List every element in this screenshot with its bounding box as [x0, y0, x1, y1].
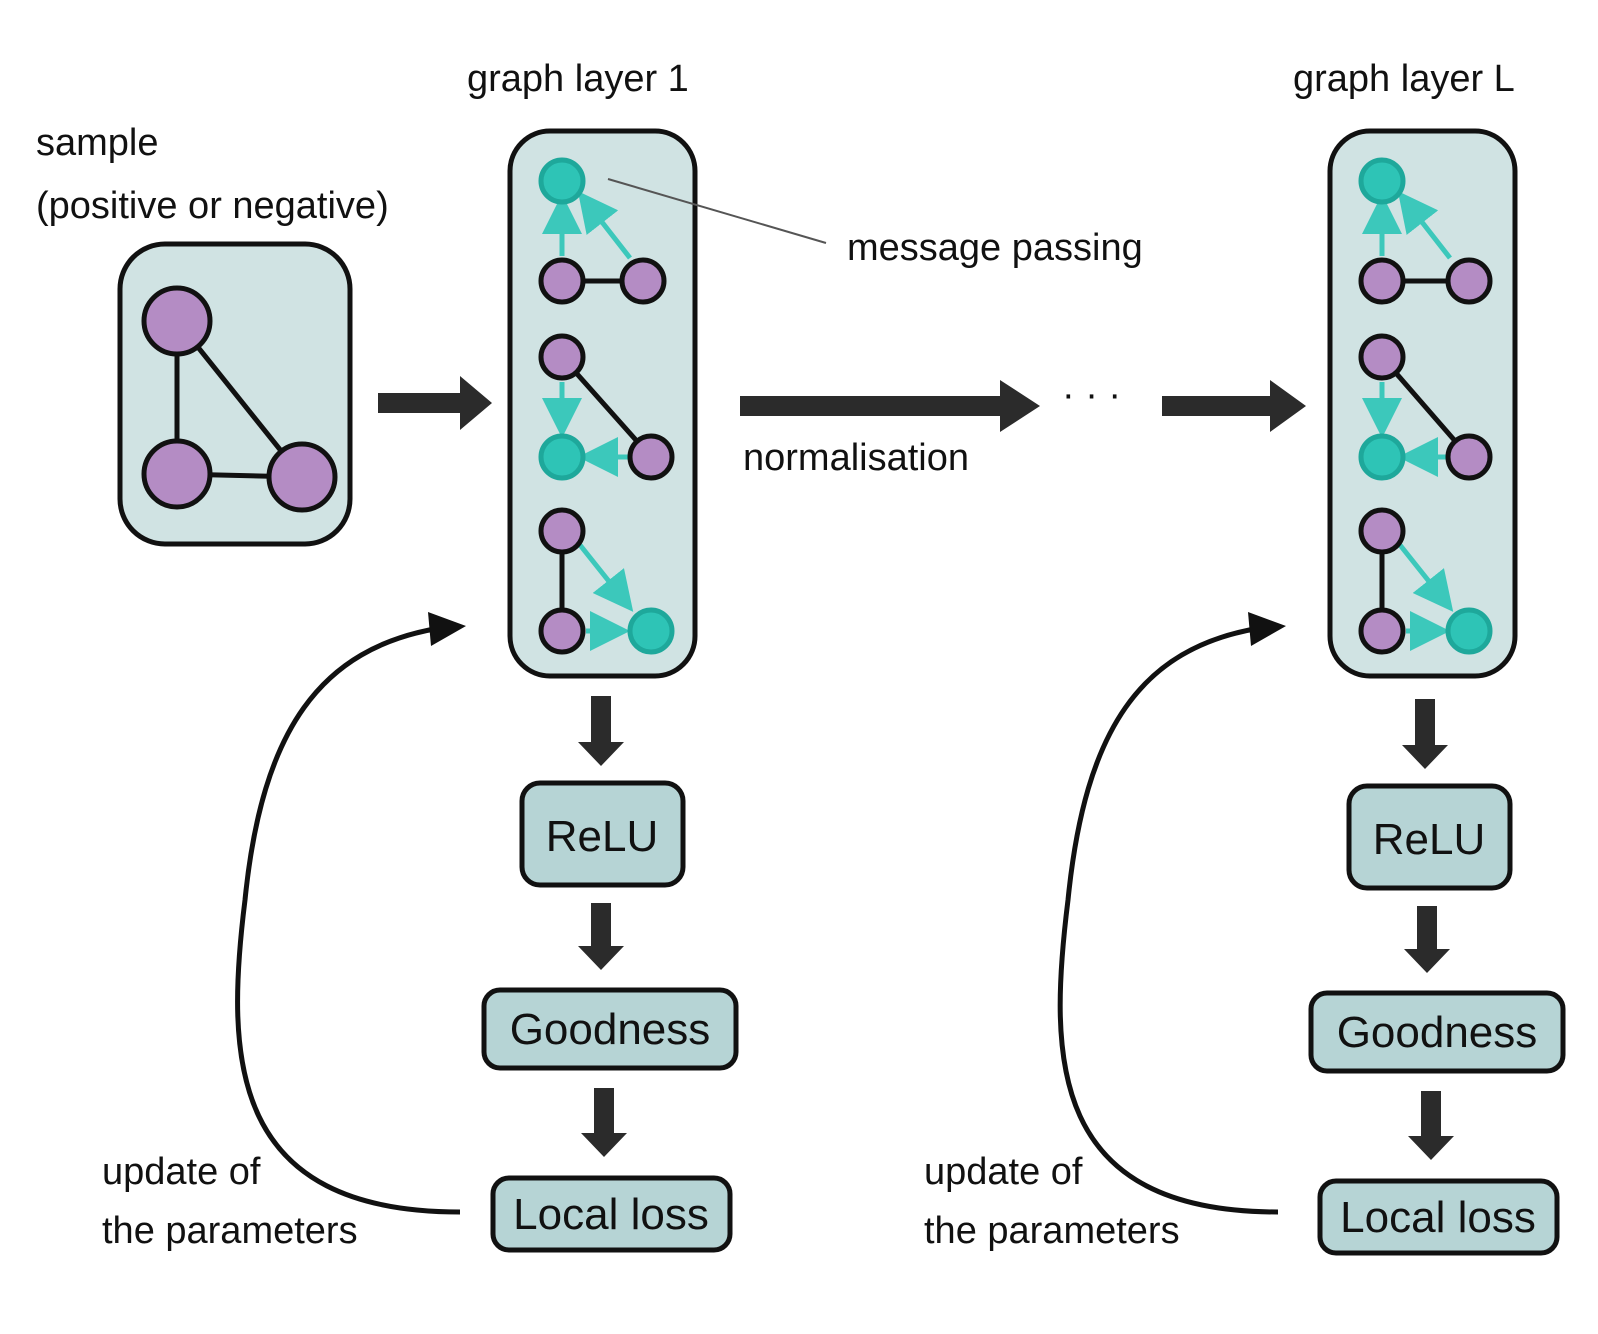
graph-node: [141, 438, 213, 510]
update-label-line2: the parameters: [102, 1210, 358, 1252]
graph-node: [1358, 433, 1406, 481]
relu-box: [519, 780, 686, 888]
down-arrow: [578, 696, 624, 766]
ellipsis: · · ·: [1062, 374, 1121, 416]
graph-node: [627, 433, 675, 481]
update-label-line1: update of: [924, 1151, 1083, 1193]
graph-node: [538, 433, 586, 481]
message-passing-label: message passing: [847, 227, 1143, 269]
graph-node: [1445, 257, 1493, 305]
graph-node: [538, 157, 586, 205]
graph-node: [538, 507, 586, 555]
sample-label: sample: [36, 122, 159, 164]
local-loss-box: [1317, 1178, 1560, 1256]
down-arrow: [1404, 906, 1450, 973]
local-loss-box: [490, 1175, 733, 1253]
message-passing-pointer: [607, 178, 827, 244]
pipeline-column-1: ReLU Goodness Local loss: [481, 696, 739, 1253]
graph-node: [1445, 433, 1493, 481]
graph-node: [627, 607, 675, 655]
goodness-box: [481, 987, 739, 1071]
layer-L-title: graph layer L: [1293, 58, 1515, 100]
goodness-label: Goodness: [1337, 1008, 1538, 1057]
down-arrow: [1402, 699, 1448, 769]
down-arrow: [581, 1088, 627, 1157]
update-label-line2: the parameters: [924, 1210, 1180, 1252]
layer-1-title: graph layer 1: [467, 58, 689, 100]
feedback-arrow-1: [235, 625, 461, 1215]
feedback-arrowhead: [1248, 612, 1286, 646]
graph-layer-1-panel: [507, 128, 698, 679]
graph-node: [1358, 257, 1406, 305]
normalisation-arrow: [740, 380, 1040, 432]
graph-node: [1358, 507, 1406, 555]
graph-layer-L-panel: [1327, 128, 1518, 679]
graph-node: [538, 257, 586, 305]
flow-arrow: [1162, 380, 1306, 432]
feedback-arrowhead: [428, 612, 466, 646]
update-label-line1: update of: [102, 1151, 261, 1193]
relu-label: ReLU: [546, 812, 659, 861]
graph-node: [538, 607, 586, 655]
relu-label: ReLU: [1373, 815, 1486, 864]
down-arrow: [1408, 1091, 1454, 1160]
goodness-label: Goodness: [510, 1005, 711, 1054]
graph-node: [1445, 607, 1493, 655]
graph-node: [266, 441, 338, 513]
flow-arrow: [378, 376, 492, 430]
local-loss-label: Local loss: [1340, 1193, 1536, 1242]
local-loss-label: Local loss: [513, 1190, 709, 1239]
relu-box: [1346, 783, 1513, 891]
graph-node: [141, 285, 213, 357]
goodness-box: [1308, 990, 1566, 1074]
graph-node: [1358, 333, 1406, 381]
feedback-arrow-L: [1057, 625, 1279, 1215]
graph-node: [1358, 157, 1406, 205]
sample-graph: [117, 241, 353, 547]
graph-node: [619, 257, 667, 305]
normalisation-label: normalisation: [743, 437, 969, 479]
down-arrow: [578, 903, 624, 970]
graph-node: [538, 333, 586, 381]
sample-sublabel: (positive or negative): [36, 185, 389, 227]
pipeline-column-L: ReLU Goodness Local loss: [1308, 699, 1566, 1256]
graph-node: [1358, 607, 1406, 655]
